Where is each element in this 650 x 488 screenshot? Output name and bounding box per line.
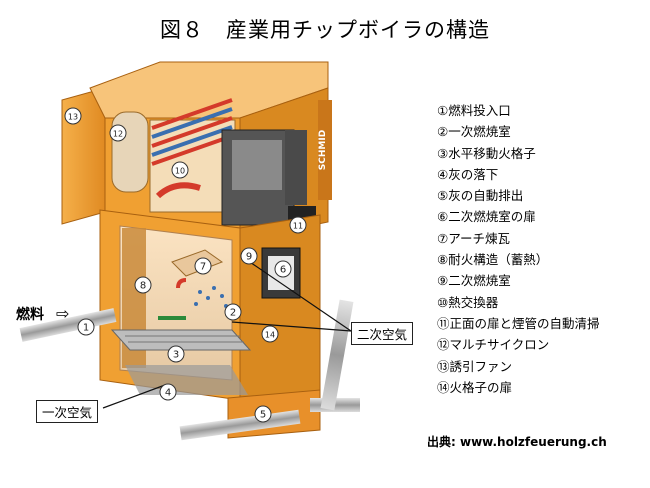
marker-label: 8 [140, 281, 146, 292]
marker-circle [77, 318, 95, 336]
marker-circle [261, 325, 279, 343]
marker-label: 4 [165, 388, 171, 399]
marker-circle [289, 216, 307, 234]
legend-item: ⑨二次燃焼室 [437, 273, 511, 289]
heat-exchanger-tubes [149, 98, 236, 213]
marker-circle [134, 276, 152, 294]
marker-circle [254, 405, 272, 423]
marker-circle [171, 161, 189, 179]
brand-label: SCHMID [318, 130, 328, 170]
marker-label: 3 [173, 350, 179, 361]
marker-circle [159, 383, 177, 401]
legend-item: ③水平移動火格子 [437, 145, 536, 161]
fuel-label: 燃料 [16, 307, 44, 323]
marker-label: 12 [113, 130, 123, 139]
legend-item: ⑩熱交換器 [437, 294, 499, 310]
marker-label: 6 [280, 265, 286, 276]
source-credit: 出典: www.holzfeuerung.ch [427, 435, 607, 449]
marker-label: 1 [83, 323, 89, 334]
legend-item: ⑬誘引ファン [437, 358, 513, 374]
marker-circle [167, 345, 185, 363]
induced-fan [61, 87, 106, 225]
fuel-feed-pipe [19, 308, 117, 342]
marker-circle [240, 247, 258, 265]
page-title: 図８ 産業用チップボイラの構造 [160, 18, 490, 42]
legend-item: ⑫マルチサイクロン [437, 337, 550, 353]
moving-grate [110, 316, 252, 351]
marker-label: 9 [246, 252, 252, 263]
marker-label: 2 [230, 308, 236, 319]
marker-circle [64, 107, 82, 125]
marker-label: 14 [265, 331, 275, 340]
leader-lines [102, 257, 352, 409]
marker-circle [109, 124, 127, 142]
legend-item: ①燃料投入口 [437, 103, 511, 118]
legend-item: ⑧耐火構造（蓄熱） [437, 252, 549, 268]
legend-item: ⑥二次燃焼室の扉 [437, 209, 536, 225]
fuel-arrow-icon: ⇨ [56, 304, 70, 323]
legend-item: ④灰の落下 [437, 166, 499, 182]
parts-legend: ①燃料投入口 ②一次燃焼室 ③水平移動火格子 ④灰の落下 ⑤灰の自動排出 ⑥二次… [437, 100, 600, 398]
legend-item: ②一次燃焼室 [437, 124, 511, 140]
marker-label: 13 [68, 113, 78, 122]
marker-label: 11 [293, 222, 303, 231]
marker-circle [224, 303, 242, 321]
lower-housing [99, 209, 321, 439]
secondary-air-callout: 二次空気 [351, 322, 414, 345]
legend-item: ⑭火格子の扉 [437, 379, 513, 395]
legend-item: ⑪正面の扉と煙管の自動清掃 [437, 315, 600, 331]
marker-circle [274, 260, 292, 278]
marker-circle [194, 257, 212, 275]
marker-label: 5 [260, 410, 266, 421]
marker-label: 7 [200, 262, 206, 273]
marker-label: 10 [175, 167, 185, 176]
legend-item: ⑤灰の自動排出 [437, 188, 524, 204]
legend-item: ⑦アーチ煉瓦 [437, 230, 510, 246]
primary-air-callout: 一次空気 [36, 400, 99, 423]
